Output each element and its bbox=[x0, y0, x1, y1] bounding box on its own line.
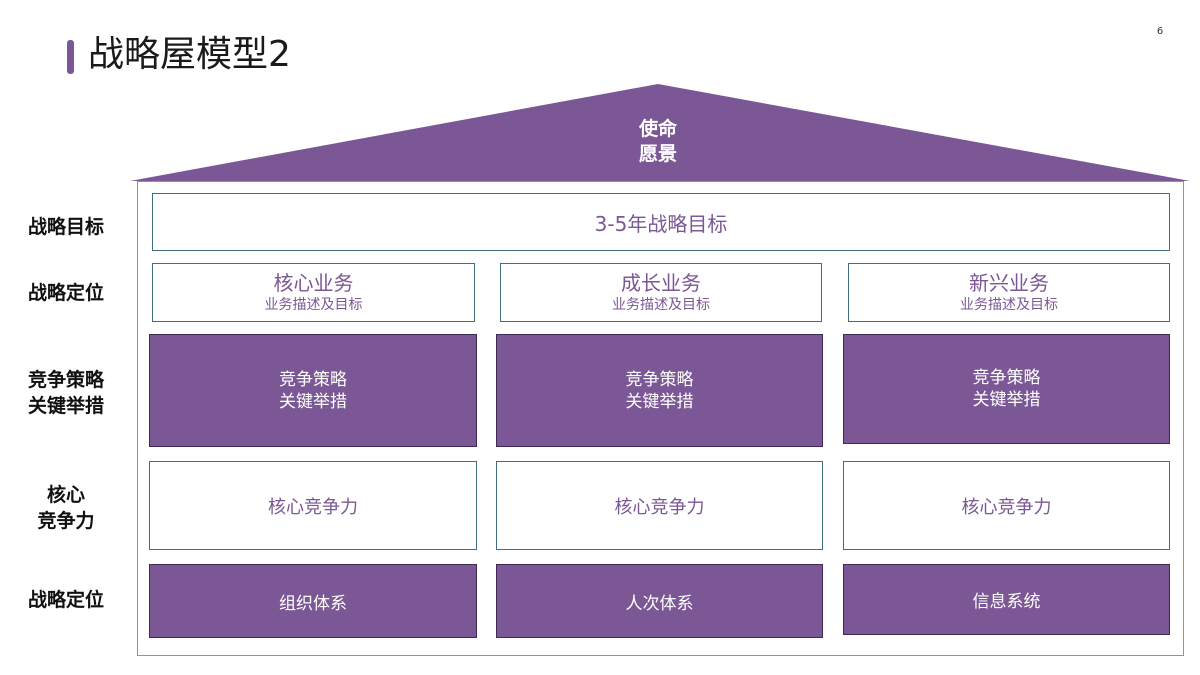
label-key-initiatives: 关键举措 bbox=[27, 395, 104, 417]
roof-mission: 使命 bbox=[638, 118, 677, 140]
strategy-box: 竞争策略 关键举措 bbox=[149, 334, 477, 447]
system-text: 组织体系 bbox=[279, 593, 347, 614]
page-title: 战略屋模型2 bbox=[88, 34, 291, 75]
label-strategic-goal: 战略目标 bbox=[27, 216, 104, 238]
core-text: 核心竞争力 bbox=[614, 496, 705, 518]
core-box: 核心竞争力 bbox=[149, 461, 477, 550]
business-desc: 业务描述及目标 bbox=[612, 296, 710, 313]
page-number: 6 bbox=[1156, 26, 1164, 37]
business-desc: 业务描述及目标 bbox=[960, 296, 1058, 313]
label-competitive-strategy: 竞争策略 bbox=[27, 369, 104, 391]
core-text: 核心竞争力 bbox=[268, 496, 358, 518]
label-strategic-positioning: 战略定位 bbox=[27, 282, 104, 304]
business-box-core: 核心业务 业务描述及目标 bbox=[152, 263, 475, 322]
business-name: 成长业务 bbox=[621, 270, 701, 295]
strategy-line1: 竞争策略 bbox=[972, 368, 1041, 388]
roof-triangle bbox=[130, 84, 1190, 181]
house-frame bbox=[137, 181, 1184, 656]
strategy-line1: 竞争策略 bbox=[625, 369, 694, 390]
business-name: 核心业务 bbox=[273, 270, 354, 295]
strategy-box: 竞争策略 关键举措 bbox=[496, 334, 823, 447]
roof-vision: 愿景 bbox=[638, 143, 677, 165]
label-competitiveness: 竞争力 bbox=[37, 510, 95, 532]
strategy-line1: 竞争策略 bbox=[279, 369, 347, 390]
strategy-line2: 关键举措 bbox=[625, 391, 694, 412]
core-box: 核心竞争力 bbox=[496, 461, 823, 550]
core-text: 核心竞争力 bbox=[961, 496, 1052, 518]
strategy-box: 竞争策略 关键举措 bbox=[843, 334, 1170, 444]
system-box: 组织体系 bbox=[149, 564, 477, 638]
business-desc: 业务描述及目标 bbox=[264, 296, 363, 313]
title-accent-bar bbox=[67, 40, 74, 74]
business-name: 新兴业务 bbox=[969, 270, 1049, 295]
strategy-line2: 关键举措 bbox=[972, 390, 1041, 410]
core-box: 核心竞争力 bbox=[843, 461, 1170, 550]
system-text: 信息系统 bbox=[972, 592, 1041, 612]
goal-text: 3-5年战略目标 bbox=[594, 211, 728, 236]
business-box-emerging: 新兴业务 业务描述及目标 bbox=[848, 263, 1170, 322]
system-box: 人次体系 bbox=[496, 564, 823, 638]
strategy-line2: 关键举措 bbox=[279, 391, 347, 412]
goal-box: 3-5年战略目标 bbox=[152, 193, 1170, 251]
system-text: 人次体系 bbox=[625, 593, 694, 614]
business-box-growth: 成长业务 业务描述及目标 bbox=[500, 263, 822, 322]
label-core: 核心 bbox=[46, 484, 85, 506]
label-foundation: 战略定位 bbox=[27, 589, 104, 611]
system-box: 信息系统 bbox=[843, 564, 1170, 635]
